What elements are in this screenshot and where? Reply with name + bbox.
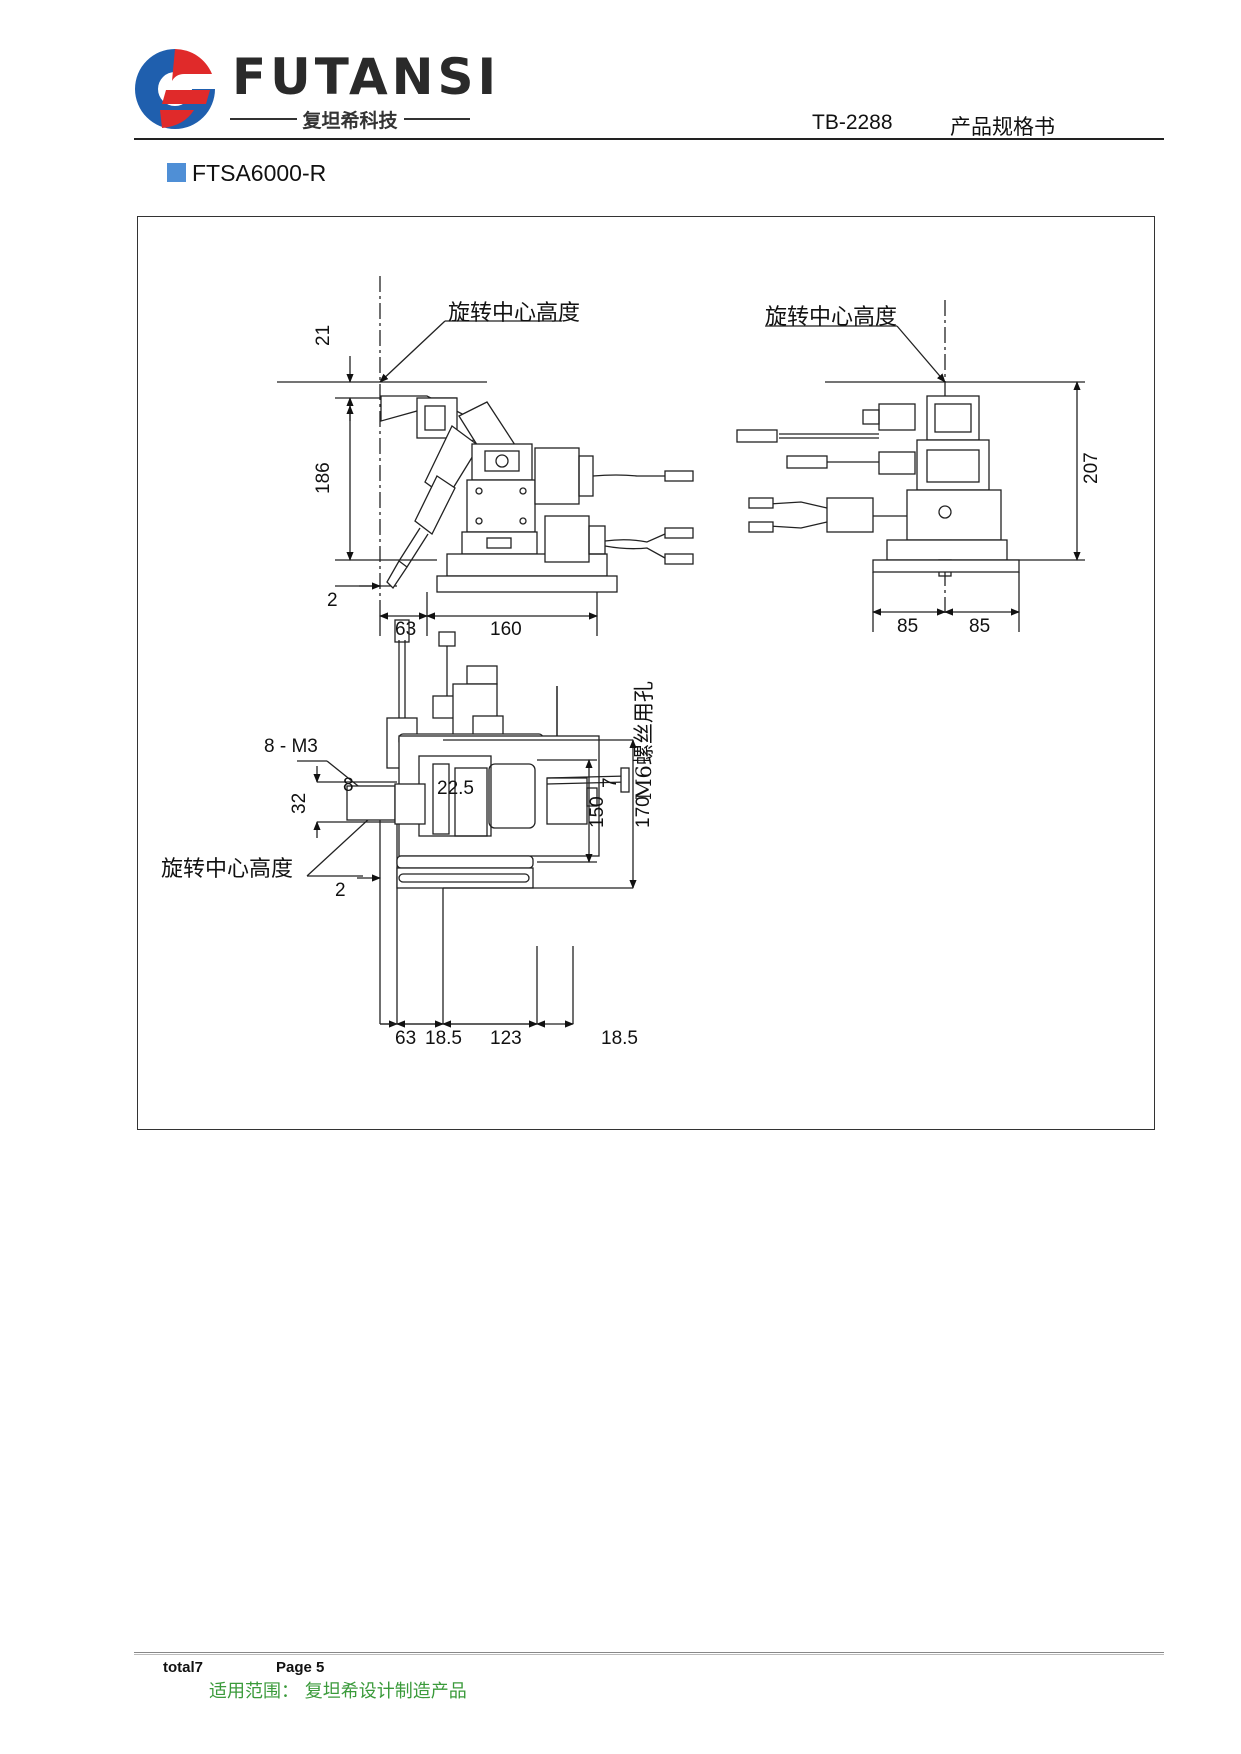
top-dim-150: 150 [587,796,608,828]
section-title: FTSA6000-R [192,160,327,186]
m6-screw-hole-label: M6螺丝用孔 [632,681,656,800]
front-dim-2: 2 [327,590,338,611]
section-bullet-icon [167,163,186,182]
brand-subtitle: 复坦希科技 [230,106,471,132]
top-rotation-center-label: 旋转中心高度 [161,857,293,882]
side-dim-207: 207 [1081,452,1102,484]
top-dim-63: 63 [395,1028,416,1049]
front-dim-63: 63 [395,619,416,640]
scope-note: 适用范围： 复坦希设计制造产品 [209,1681,467,1702]
top-dim-8: 8 [343,775,354,796]
page-number: Page 5 [276,1659,325,1676]
top-label-8m3: 8 - M3 [264,736,318,757]
top-view [297,619,637,1028]
total-pages: total7 [163,1659,204,1676]
brand-name: FUTANSI [232,48,501,106]
doc-type: 产品规格书 [950,115,1055,139]
doc-code: TB-2288 [812,111,893,134]
front-dim-21: 21 [313,325,334,346]
subtitle-rule-right [403,118,471,120]
top-dim-32: 32 [289,793,310,814]
technical-drawing: 旋转中心高度 21 186 2 63 160 [161,276,1102,1049]
top-dim-2: 2 [335,880,346,901]
brand-subtitle-text: 复坦希科技 [302,109,398,132]
subtitle-rule-left [230,118,297,120]
drawing-frame [137,216,1155,1130]
side-view [736,300,1085,632]
futansi-logo-icon [135,49,215,129]
top-dim-7: 7 [600,777,621,788]
top-dim-22-5: 22.5 [437,778,474,799]
header-divider [134,138,1164,140]
side-dim-85-left: 85 [897,616,918,637]
top-dim-18-5-left: 18.5 [425,1028,462,1049]
front-rotation-center-label: 旋转中心高度 [448,301,580,326]
front-view [277,276,694,636]
footer-divider [134,1652,1164,1655]
side-dim-85-right: 85 [969,616,990,637]
top-dim-123: 123 [490,1028,522,1049]
front-dim-160: 160 [490,619,522,640]
front-dim-186: 186 [313,462,334,494]
top-dim-170: 170 [633,796,654,828]
side-rotation-center-label: 旋转中心高度 [765,305,897,330]
top-dim-18-5-right: 18.5 [601,1028,638,1049]
